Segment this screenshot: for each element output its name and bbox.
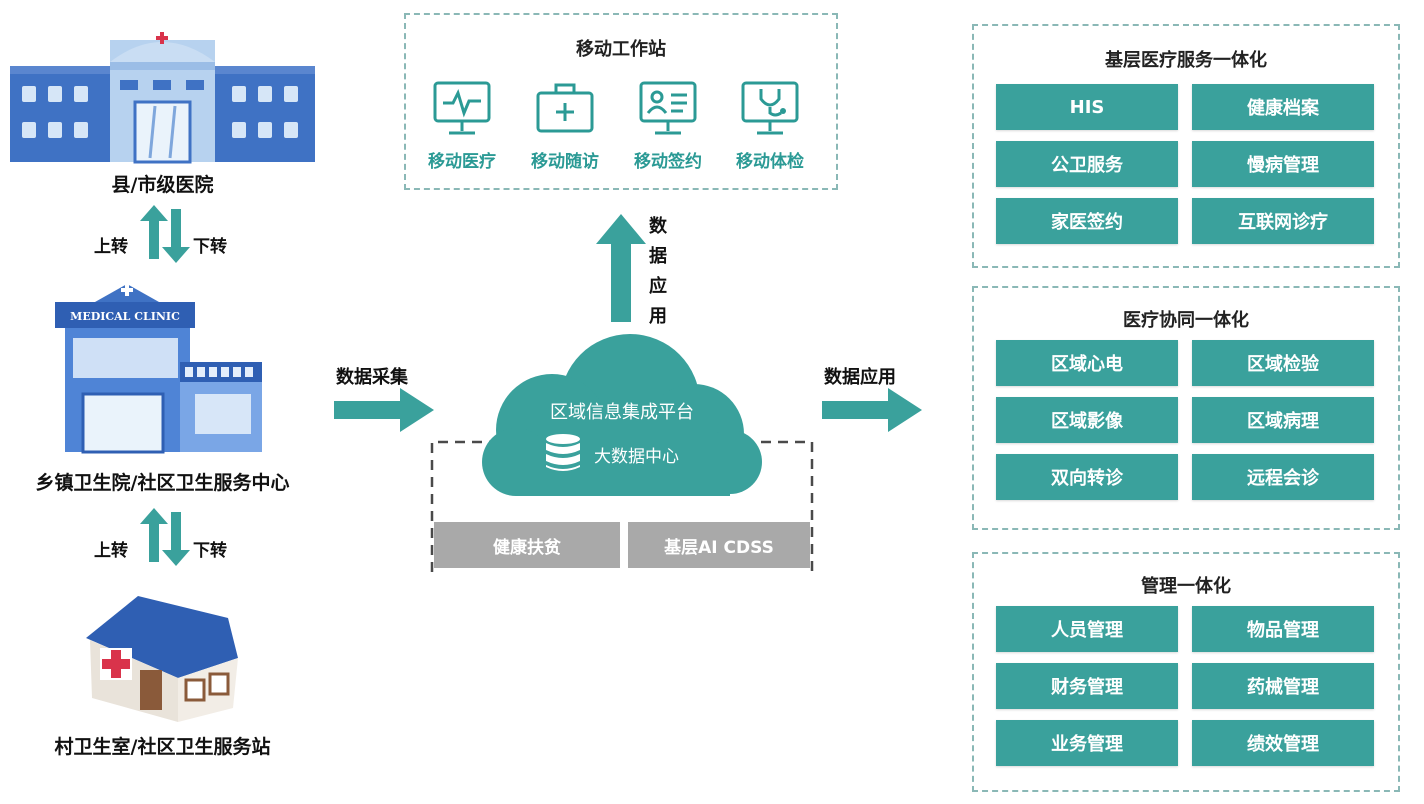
county-hospital-icon bbox=[10, 32, 315, 164]
vertical-char: 据 bbox=[649, 246, 667, 267]
cloud-title: 区域信息集成平台 bbox=[550, 402, 694, 423]
cloud-platform-icon bbox=[482, 334, 762, 496]
group-title: 医疗协同一体化 bbox=[1123, 310, 1249, 331]
vertical-char: 用 bbox=[649, 306, 667, 327]
vertical-char: 应 bbox=[649, 276, 667, 297]
contract-card-icon bbox=[639, 81, 697, 135]
tile-remote-consultation: 远程会诊 bbox=[1192, 454, 1374, 500]
tile-business-management: 业务管理 bbox=[996, 720, 1178, 766]
up-transfer-label-1: 上转 bbox=[94, 237, 128, 257]
stethoscope-monitor-icon bbox=[741, 81, 799, 135]
group-primary-care: 基层医疗服务一体化 HIS 健康档案 公卫服务 慢病管理 家医签约 互联网诊疗 bbox=[972, 24, 1400, 268]
ai-cdss-tile: 基层AI CDSS bbox=[628, 522, 810, 568]
medical-kit-icon bbox=[536, 83, 594, 133]
group-title: 管理一体化 bbox=[1141, 576, 1231, 597]
database-icon bbox=[546, 434, 580, 471]
group-medical-collaboration: 医疗协同一体化 区域心电 区域检验 区域影像 区域病理 双向转诊 远程会诊 bbox=[972, 286, 1400, 530]
mobile-workstation-title: 移动工作站 bbox=[576, 39, 666, 60]
vertical-data-apply-label: 数 据 应 用 bbox=[646, 212, 670, 332]
tile-finance-management: 财务管理 bbox=[996, 663, 1178, 709]
tile-regional-lab: 区域检验 bbox=[1192, 340, 1374, 386]
ws-item-mobile-sign: 移动签约 bbox=[618, 79, 718, 172]
tile-his: HIS bbox=[996, 84, 1178, 130]
data-collect-arrow-icon bbox=[334, 388, 434, 432]
village-label: 村卫生室/社区卫生服务站 bbox=[54, 736, 271, 758]
village-clinic-icon bbox=[86, 596, 238, 722]
transfer-arrows-icon-1 bbox=[140, 205, 190, 263]
ws-item-mobile-medical: 移动医疗 bbox=[412, 79, 512, 172]
ws-item-mobile-followup: 移动随访 bbox=[515, 79, 615, 172]
tile-chronic-disease: 慢病管理 bbox=[1192, 141, 1374, 187]
tile-drug-device-management: 药械管理 bbox=[1192, 663, 1374, 709]
clinic-sign-text: MEDICAL CLINIC bbox=[70, 310, 180, 323]
township-label: 乡镇卫生院/社区卫生服务中心 bbox=[35, 472, 290, 494]
tile-health-record: 健康档案 bbox=[1192, 84, 1374, 130]
tile-regional-pathology: 区域病理 bbox=[1192, 397, 1374, 443]
data-collect-label: 数据采集 bbox=[336, 367, 408, 388]
medical-clinic-icon: MEDICAL CLINIC bbox=[55, 284, 262, 454]
down-transfer-label-2: 下转 bbox=[193, 541, 227, 561]
county-hospital-label: 县/市级医院 bbox=[111, 174, 214, 196]
tile-two-way-referral: 双向转诊 bbox=[996, 454, 1178, 500]
mobile-workstation-panel: 移动工作站 移动医疗 移动随访 移动签约 bbox=[404, 13, 838, 190]
group-management: 管理一体化 人员管理 物品管理 财务管理 药械管理 业务管理 绩效管理 bbox=[972, 552, 1400, 792]
tile-family-doctor: 家医签约 bbox=[996, 198, 1178, 244]
tile-performance-management: 绩效管理 bbox=[1192, 720, 1374, 766]
tile-goods-management: 物品管理 bbox=[1192, 606, 1374, 652]
data-apply-label: 数据应用 bbox=[824, 367, 896, 388]
ws-item-label: 移动签约 bbox=[634, 152, 702, 172]
ws-item-mobile-checkup: 移动体检 bbox=[720, 79, 820, 172]
bigdata-label: 大数据中心 bbox=[594, 447, 679, 467]
ws-item-label: 移动体检 bbox=[736, 152, 804, 172]
tile-internet-diagnosis: 互联网诊疗 bbox=[1192, 198, 1374, 244]
data-apply-up-arrow-icon bbox=[596, 214, 646, 322]
group-title: 基层医疗服务一体化 bbox=[1105, 50, 1267, 71]
transfer-arrows-icon-2 bbox=[140, 508, 190, 566]
up-transfer-label-2: 上转 bbox=[94, 541, 128, 561]
tile-personnel-management: 人员管理 bbox=[996, 606, 1178, 652]
health-poverty-tile: 健康扶贫 bbox=[434, 522, 620, 568]
vertical-char: 数 bbox=[649, 216, 667, 237]
data-apply-arrow-icon bbox=[822, 388, 922, 432]
tile-regional-ecg: 区域心电 bbox=[996, 340, 1178, 386]
ws-item-label: 移动医疗 bbox=[428, 152, 496, 172]
down-transfer-label-1: 下转 bbox=[193, 237, 227, 257]
tile-regional-imaging: 区域影像 bbox=[996, 397, 1178, 443]
monitor-pulse-icon bbox=[433, 81, 491, 135]
tile-public-health: 公卫服务 bbox=[996, 141, 1178, 187]
ws-item-label: 移动随访 bbox=[531, 152, 599, 172]
